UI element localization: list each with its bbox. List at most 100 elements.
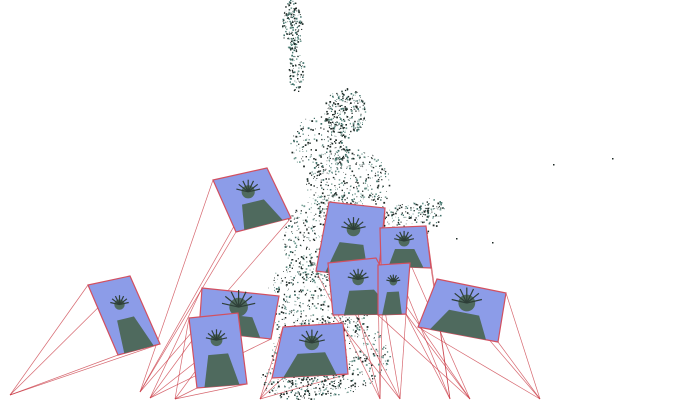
- camera-photo[interactable]: [379, 225, 432, 269]
- cloud-point: [343, 172, 344, 173]
- cloud-point: [290, 62, 292, 65]
- cloud-point: [341, 195, 343, 197]
- cloud-point: [368, 335, 370, 337]
- cloud-point: [318, 287, 321, 290]
- cloud-point: [319, 210, 321, 212]
- cloud-point: [290, 13, 293, 16]
- cloud-point: [380, 175, 382, 178]
- cloud-point: [355, 181, 357, 183]
- cloud-point: [293, 68, 294, 69]
- cloud-point: [310, 258, 312, 260]
- cloud-point: [336, 121, 338, 123]
- cloud-point: [334, 110, 336, 113]
- cloud-point: [309, 394, 311, 396]
- crown-ray: [238, 302, 256, 308]
- cloud-point: [308, 308, 311, 310]
- camera-photo[interactable]: [87, 275, 161, 356]
- cloud-point: [358, 386, 359, 387]
- cloud-point: [289, 310, 291, 313]
- camera-photo[interactable]: [188, 312, 248, 389]
- cloud-point: [295, 149, 297, 151]
- cloud-point: [295, 135, 298, 138]
- cloud-point: [364, 106, 366, 108]
- cloud-point: [292, 20, 293, 22]
- camera-photo[interactable]: [271, 322, 349, 379]
- cloud-point: [336, 125, 338, 127]
- crown-ray: [352, 218, 360, 230]
- cloud-point: [357, 149, 360, 151]
- cloud-point: [282, 393, 283, 395]
- cloud-point: [295, 222, 297, 224]
- cloud-point: [304, 390, 307, 392]
- cloud-point: [308, 299, 311, 302]
- cloud-point: [379, 336, 381, 338]
- crown-ray: [205, 337, 217, 341]
- cloud-point: [290, 23, 292, 25]
- cloud-point: [362, 182, 364, 184]
- cloud-point: [375, 200, 377, 202]
- cloud-point: [358, 168, 360, 170]
- cloud-point: [425, 207, 427, 210]
- cloud-point: [341, 199, 342, 201]
- cloud-point: [303, 322, 306, 325]
- cloud-point: [384, 168, 386, 170]
- camera-frustum-line: [9, 354, 119, 396]
- cloud-point: [320, 201, 323, 204]
- cloud-point: [298, 86, 300, 88]
- cloud-point: [314, 290, 317, 292]
- cloud-point: [430, 208, 432, 210]
- cloud-point: [331, 195, 333, 197]
- cloud-point: [354, 335, 356, 337]
- cloud-point: [299, 55, 301, 56]
- cloud-point: [290, 44, 293, 46]
- camera-photo[interactable]: [212, 167, 292, 233]
- cloud-point: [328, 378, 330, 380]
- cloud-point: [306, 261, 308, 263]
- cloud-point: [427, 203, 429, 206]
- cloud-point: [363, 344, 365, 346]
- cloud-point: [305, 391, 307, 393]
- cloud-point: [302, 385, 304, 387]
- cloud-point: [410, 207, 412, 209]
- cloud-point: [373, 337, 375, 339]
- cloud-point: [318, 278, 320, 280]
- cloud-point: [318, 387, 321, 390]
- cloud-point: [375, 172, 376, 174]
- cloud-point: [277, 278, 278, 280]
- camera-photo[interactable]: [377, 262, 411, 316]
- cloud-point: [358, 157, 360, 159]
- cloud-point: [280, 311, 283, 313]
- cloud-point: [312, 173, 314, 175]
- cloud-point: [300, 128, 303, 130]
- cloud-point: [399, 224, 401, 225]
- cloud-point: [335, 162, 337, 164]
- cloud-point: [337, 188, 338, 190]
- cloud-point: [362, 373, 363, 375]
- cloud-point: [294, 222, 296, 224]
- cloud-point: [375, 160, 378, 162]
- cloud-point: [358, 120, 360, 122]
- cloud-point: [335, 379, 336, 381]
- cloud-point: [290, 386, 292, 388]
- cloud-point: [332, 105, 334, 107]
- cloud-point: [310, 388, 312, 390]
- cloud-point: [340, 164, 343, 166]
- cloud-point: [293, 39, 296, 41]
- cloud-point: [290, 282, 292, 284]
- cloud-point: [343, 184, 345, 186]
- cloud-point: [283, 299, 285, 302]
- cloud-point: [310, 297, 312, 299]
- cloud-point: [289, 280, 290, 281]
- cloud-point: [318, 390, 320, 392]
- cloud-point: [286, 398, 288, 400]
- cloud-point: [292, 32, 293, 34]
- cloud-point: [348, 326, 350, 328]
- camera-photo[interactable]: [417, 278, 507, 343]
- cloud-point: [335, 147, 337, 149]
- cloud-point: [310, 315, 312, 317]
- cloud-point: [293, 218, 295, 220]
- cloud-point: [292, 283, 294, 285]
- cloud-point: [297, 310, 299, 312]
- cloud-point: [308, 238, 310, 240]
